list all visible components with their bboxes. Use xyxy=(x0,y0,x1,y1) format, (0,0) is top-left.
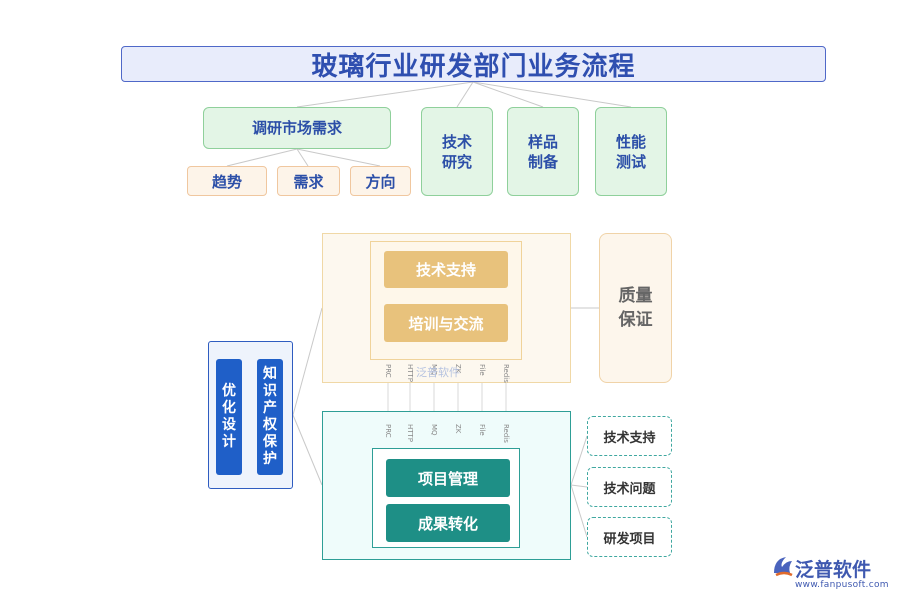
demand-box: 需求 xyxy=(277,166,340,196)
fanpu-logo-icon xyxy=(774,557,793,577)
achievement-transfer-label: 成果转化 xyxy=(417,514,478,533)
direction-box: 方向 xyxy=(350,166,411,196)
ip-protection-char: 保 xyxy=(263,434,277,450)
optimize-design-char: 设 xyxy=(222,417,236,433)
tech-research-line2: 研究 xyxy=(441,152,472,171)
optimize-design-char: 优 xyxy=(222,383,236,399)
upper-proto-label: HTTP xyxy=(406,364,414,382)
trend-label: 趋势 xyxy=(211,172,242,191)
trend-box: 趋势 xyxy=(187,166,267,196)
ip-protection-char: 识 xyxy=(263,383,277,399)
lower-proto-label: File xyxy=(478,424,486,436)
ip-protection-char: 权 xyxy=(263,417,277,433)
watermark: 泛普软件 xyxy=(416,366,460,379)
performance-test-line1: 性能 xyxy=(615,132,646,151)
logo-url: www.fanpusoft.com xyxy=(795,580,889,590)
lower-proto-label: PRC xyxy=(384,424,392,438)
optimize-design: 优 化 设 计 xyxy=(216,359,242,475)
tech-support-side-label: 技术支持 xyxy=(603,430,656,446)
performance-test-line2: 测试 xyxy=(615,152,646,171)
tech-support-side: 技术支持 xyxy=(587,416,672,456)
lower-proto-label: ZK xyxy=(454,424,462,434)
lower-proto-label: Redis xyxy=(502,424,510,443)
achievement-transfer: 成果转化 xyxy=(386,504,510,542)
tech-issue-side-label: 技术问题 xyxy=(603,481,656,497)
upper-proto-label: File xyxy=(478,364,486,376)
lower-proto-label: MQ xyxy=(430,424,438,436)
tech-support-upper: 技术支持 xyxy=(384,251,508,288)
sample-prep-line2: 制备 xyxy=(527,152,558,171)
quality-line1: 质量 xyxy=(618,286,653,306)
training-exchange: 培训与交流 xyxy=(384,304,508,342)
ip-protection-char: 护 xyxy=(263,451,277,467)
logo-text: 泛普软件 xyxy=(795,559,872,581)
market-research-box: 调研市场需求 xyxy=(203,107,391,149)
sample-prep-line1: 样品 xyxy=(527,132,558,151)
demand-label: 需求 xyxy=(293,172,324,191)
rd-project-side: 研发项目 xyxy=(587,517,672,557)
lower-proto-label: HTTP xyxy=(406,424,414,442)
training-exchange-label: 培训与交流 xyxy=(408,314,484,333)
sample-prep-box: 样品 制备 xyxy=(507,107,579,196)
project-management: 项目管理 xyxy=(386,459,510,497)
upper-proto-label: Redis xyxy=(502,364,510,383)
upper-proto-label: MQ xyxy=(430,364,438,376)
optimize-design-char: 化 xyxy=(222,400,236,416)
diagram-title: 玻璃行业研发部门业务流程 xyxy=(121,46,826,82)
performance-test-box: 性能 测试 xyxy=(595,107,667,196)
rd-project-side-label: 研发项目 xyxy=(603,531,656,547)
optimize-design-char: 计 xyxy=(222,434,236,450)
tech-support-upper-label: 技术支持 xyxy=(415,261,476,279)
ip-protection: 知 识 产 权 保 护 xyxy=(257,359,283,475)
direction-label: 方向 xyxy=(365,172,396,191)
tech-research-box: 技术 研究 xyxy=(421,107,493,196)
project-management-label: 项目管理 xyxy=(417,469,478,488)
tech-issue-side: 技术问题 xyxy=(587,467,672,507)
quality-line2: 保证 xyxy=(618,310,653,330)
ip-protection-char: 知 xyxy=(263,366,277,382)
tech-research-line1: 技术 xyxy=(441,132,472,151)
ip-protection-char: 产 xyxy=(263,400,277,416)
upper-proto-label: ZK xyxy=(454,364,462,374)
market-research-label: 调研市场需求 xyxy=(251,119,342,137)
quality-assurance-box: 质量 保证 xyxy=(599,233,672,383)
upper-proto-label: PRC xyxy=(384,364,392,378)
